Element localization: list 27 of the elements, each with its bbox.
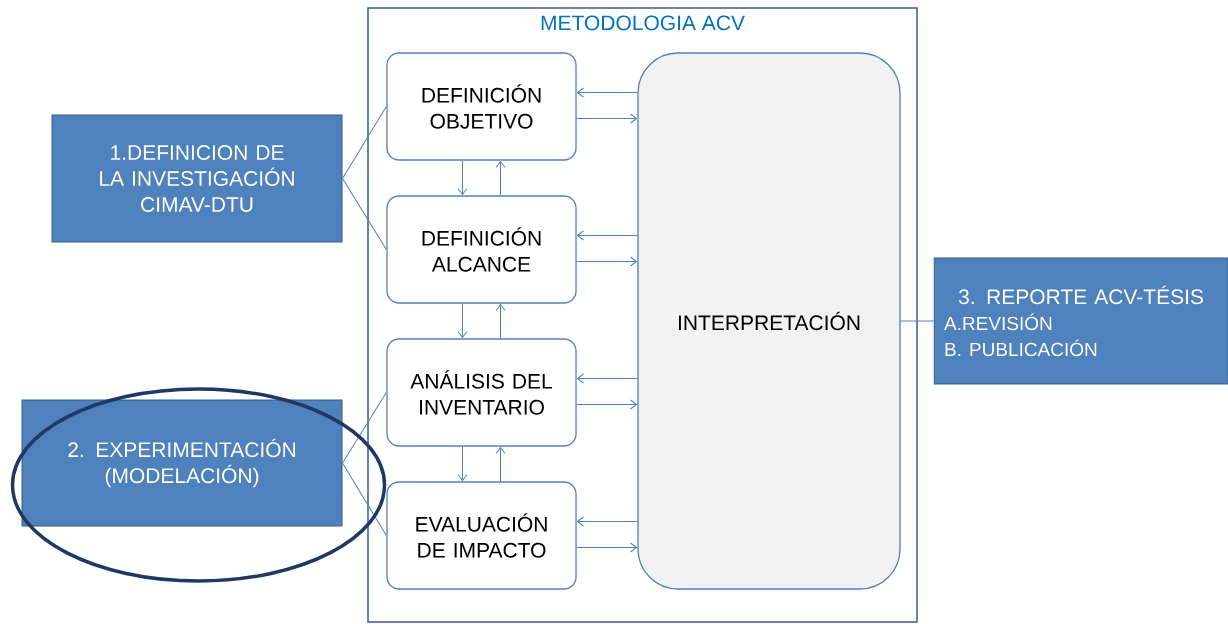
phase-box: 1.DEFINICION DE LA INVESTIGACIÓN CIMAV-DTU bbox=[51, 114, 343, 243]
connector bbox=[577, 373, 638, 384]
connector bbox=[457, 303, 468, 338]
connector bbox=[577, 230, 638, 241]
phase-box: 2. EXPERIMENTACIÓN (MODELACIÓN) bbox=[21, 399, 343, 527]
process-box: DEFINICIÓN ALCANCE bbox=[386, 195, 577, 304]
process-box: ANÁLISIS DEL INVENTARIO bbox=[386, 338, 577, 447]
process-box: EVALUACIÓN DE IMPACTO bbox=[386, 481, 577, 590]
connector bbox=[576, 256, 638, 267]
connector bbox=[342, 462, 387, 536]
report-box: 3. REPORTE ACV-TÉSIS A.REVISIÓN B. PUBLICACIÓN bbox=[933, 257, 1228, 385]
connector bbox=[457, 160, 468, 195]
interpretation-box: INTERPRETACIÓN bbox=[637, 52, 901, 590]
connector bbox=[342, 106, 387, 179]
connector bbox=[495, 161, 506, 196]
connector bbox=[457, 446, 468, 481]
connector bbox=[577, 516, 638, 527]
connector bbox=[576, 542, 638, 553]
connector bbox=[342, 178, 387, 250]
connector bbox=[495, 447, 506, 482]
connector bbox=[342, 392, 387, 464]
connector bbox=[495, 304, 506, 339]
connector bbox=[576, 399, 638, 410]
connector bbox=[577, 87, 638, 98]
connector bbox=[900, 320, 934, 322]
connector bbox=[576, 113, 638, 124]
process-box: DEFINICIÓN OBJETIVO bbox=[386, 52, 577, 161]
